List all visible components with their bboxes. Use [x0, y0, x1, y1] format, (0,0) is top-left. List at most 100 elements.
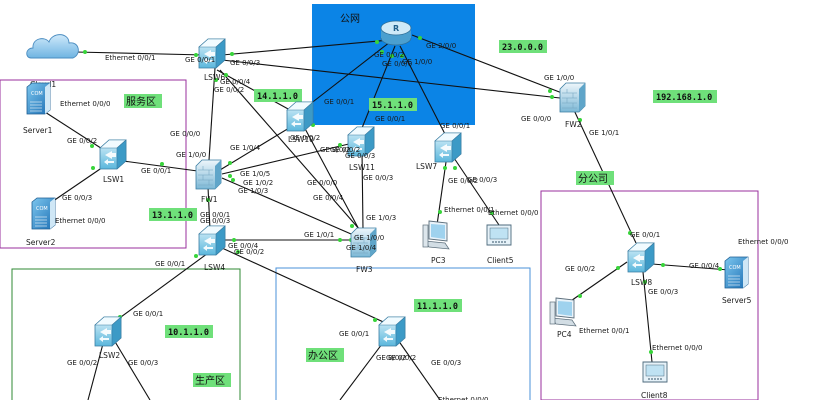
link-lsw2-down1 — [87, 339, 105, 400]
port-label: GE 0/0/1 — [324, 98, 354, 106]
zone-label-service: 服务区 — [126, 95, 156, 108]
switch-icon — [99, 139, 127, 170]
link-lsw6-fw3 — [219, 69, 361, 231]
net-label-14: 14.1.1.0 — [257, 92, 298, 102]
port-label: GE 1/0/4 — [346, 244, 377, 252]
pc4[interactable] — [549, 297, 577, 327]
port-dots — [83, 36, 722, 354]
net-label-bg — [414, 299, 462, 312]
port-label: GE 0/0/0 — [521, 115, 551, 123]
port-label: GE 0/0/2 — [320, 146, 350, 154]
link-router-lsw10 — [304, 41, 391, 109]
client5[interactable] — [486, 224, 512, 246]
port-label: GE 0/0/1 — [339, 330, 369, 338]
link-router-fw2 — [411, 34, 563, 94]
net-label-10: 10.1.1.0 — [168, 328, 209, 338]
server1-label: Server1 — [23, 126, 53, 135]
port-label: GE 0/0/4 — [313, 194, 344, 202]
port-label: GE 0/0/0 — [170, 130, 200, 138]
production-zone — [11, 268, 241, 400]
port-label: Ethernet 0/0/1 — [444, 206, 494, 214]
lsw7[interactable] — [434, 132, 462, 163]
port-label: GE 1/0/3 — [366, 214, 396, 222]
port-label: Ethernet 0/0/1 — [105, 54, 155, 62]
port-label: GE 0/0/1 — [200, 211, 230, 219]
port-label: GE 0/0/1 — [185, 56, 215, 64]
port-label: GE 0/0/3 — [363, 174, 393, 182]
lsw2-label: LSW2 — [99, 351, 120, 360]
port-label: GE 1/0/0 — [544, 74, 574, 82]
port-label: GE 0/0/0 — [307, 179, 337, 187]
port-label: GE 0/0/3 — [648, 288, 678, 296]
port-label: Ethernet 0/0/0 — [438, 396, 488, 400]
cloud1[interactable] — [26, 34, 79, 59]
port-label: GE 0/0/4 — [228, 242, 259, 250]
net-label-13: 13.1.1.0 — [152, 211, 193, 221]
net-label-23: 23.0.0.0 — [502, 43, 543, 53]
server-icon — [724, 256, 749, 289]
port-label: Ethernet 0/0/0 — [488, 209, 538, 217]
port-label: GE 0/0/2 — [214, 86, 244, 94]
fw1[interactable] — [195, 159, 222, 190]
lsw1[interactable] — [99, 139, 127, 170]
zone-labels: 公网 服务区 分公司 生产区 办公区 — [124, 13, 614, 387]
network-labels: 23.0.0.0 192.168.1.0 14.1.1.0 15.1.1.0 1… — [149, 40, 717, 338]
zone-label-production: 生产区 — [195, 374, 225, 387]
office-switch[interactable] — [378, 316, 406, 347]
lsw2[interactable] — [94, 316, 122, 347]
link-fw1-lsw4 — [207, 186, 211, 231]
lsw7-label: LSW7 — [416, 162, 437, 171]
fw3-label: FW3 — [356, 265, 373, 274]
switch-icon — [94, 316, 122, 347]
port-label: GE 0/0/1 — [630, 231, 660, 239]
pc3-label: PC3 — [431, 256, 446, 265]
lsw10[interactable] — [286, 101, 314, 132]
server5[interactable]: COM — [724, 256, 749, 289]
port-label: GE 0/0/2 — [374, 51, 404, 59]
client8[interactable] — [642, 361, 668, 383]
server2[interactable]: COM — [31, 197, 56, 230]
port-label: GE 1/0/1 — [589, 129, 619, 137]
net-label-bg — [653, 90, 717, 103]
server-glyph: COM — [31, 91, 43, 97]
lsw4[interactable] — [198, 225, 226, 256]
server1[interactable]: COM — [26, 82, 51, 115]
fw2[interactable] — [559, 82, 586, 113]
link-lsw2-down2 — [113, 339, 151, 400]
link-fw1-fw3 — [221, 177, 359, 238]
link-lsw11-fw3 — [361, 149, 364, 231]
switch-icon — [627, 242, 655, 273]
net-label-bg — [499, 40, 547, 53]
switch-icon — [198, 225, 226, 256]
port-label: GE 0/0/4 — [689, 262, 720, 270]
fw3[interactable] — [350, 227, 377, 258]
port-label: Ethernet 0/0/1 — [579, 327, 629, 335]
port-label: Ethernet 0/0/0 — [738, 238, 788, 246]
link-router-lsw7 — [399, 45, 448, 139]
branch-zone — [540, 190, 759, 400]
router[interactable]: R — [380, 20, 412, 46]
port-label: GE 1/0/1 — [304, 231, 334, 239]
pc3[interactable] — [422, 220, 450, 250]
zone-label-branch: 分公司 — [578, 173, 608, 185]
port-label: GE 2/0/0 — [426, 42, 456, 50]
port-label: GE 0/0/1 — [133, 310, 163, 318]
port-label: GE 1/0/5 — [240, 170, 270, 178]
switch-icon — [378, 316, 406, 347]
port-label: GE 1/0/0 — [354, 234, 384, 242]
firewall-icon — [195, 159, 222, 190]
port-label: GE 0/0/3 — [62, 194, 92, 202]
port-label: GE 0/0/2 — [376, 354, 406, 362]
port-label: Ethernet 0/0/0 — [652, 344, 702, 352]
port-label: GE 0/0/2 — [565, 265, 595, 273]
link-lsw4-office — [221, 247, 391, 326]
lsw4-label: LSW4 — [204, 263, 225, 272]
lsw8[interactable] — [627, 242, 655, 273]
port-label: GE 0/0/1 — [440, 122, 470, 130]
port-label: GE 0/0/3 — [128, 359, 158, 367]
port-label: GE 0/0/2 — [330, 146, 360, 154]
port-label: Ethernet 0/0/0 — [55, 217, 105, 225]
port-label: GE 0/0/3 — [467, 176, 497, 184]
port-label: GE 1/0/0 — [402, 58, 432, 66]
